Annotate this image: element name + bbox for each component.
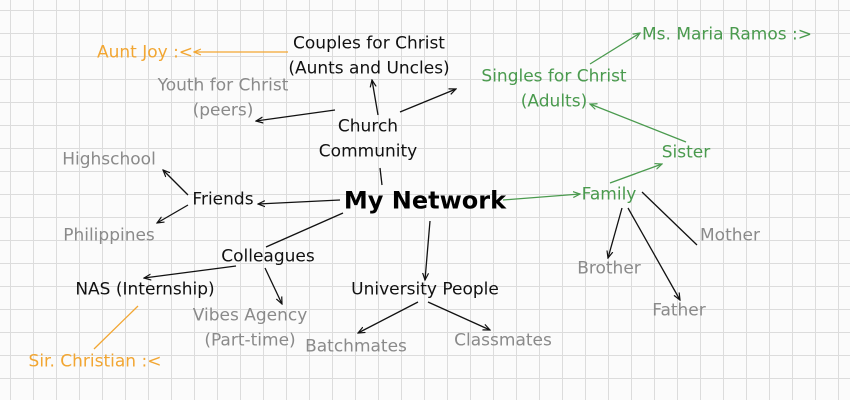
center-node-my-network: My Network (343, 186, 507, 215)
node-vibes-agency: Vibes Agency(Part-time) (192, 305, 308, 350)
node-batchmates: Batchmates (305, 336, 407, 357)
edge-network-to-friends (258, 199, 341, 204)
edge-church-to-couples (372, 80, 379, 116)
node-philippines: Philippines (63, 225, 155, 246)
edge-network-to-family (502, 194, 580, 201)
edge-friends-to-philippines (157, 204, 189, 223)
node-father: Father (652, 300, 706, 321)
edge-colleagues-to-vibes (264, 267, 282, 304)
edge-sister-to-singles (590, 104, 687, 143)
edge-university-to-classmates (427, 301, 490, 330)
edge-network-to-university (425, 220, 431, 280)
edge-network-to-church (379, 167, 383, 186)
edge-friends-to-highschool (163, 170, 189, 196)
node-aunt-joy: Aunt Joy :< (96, 42, 194, 63)
node-university-people: University People (351, 279, 499, 300)
node-colleagues: Colleagues (221, 246, 315, 267)
node-brother: Brother (577, 258, 641, 279)
node-sister: Sister (661, 142, 711, 163)
edge-church-to-youth (256, 109, 336, 121)
node-singles-for-christ: Singles for Christ(Adults) (481, 66, 627, 111)
edge-church-to-singles (399, 89, 456, 113)
edge-family-to-brother (608, 207, 623, 258)
node-couples-for-christ: Couples for Christ(Aunts and Uncles) (288, 33, 450, 78)
node-nas-internship: NAS (Internship) (75, 279, 215, 300)
node-classmates: Classmates (454, 330, 552, 351)
edge-colleagues-to-nas (144, 265, 237, 278)
node-ms-maria-ramos: Ms. Maria Ramos :> (642, 24, 812, 45)
edge-network-to-colleagues (265, 212, 344, 248)
edge-family-to-father (627, 207, 680, 300)
node-youth-for-christ: Youth for Christ(peers) (157, 75, 289, 120)
node-highschool: Highschool (62, 149, 156, 170)
node-friends: Friends (192, 189, 254, 210)
node-mother: Mother (700, 225, 760, 246)
edge-university-to-batchmates (358, 301, 419, 333)
edge-family-to-sister (609, 164, 662, 184)
edge-family-to-mother (641, 191, 698, 246)
node-family: Family (581, 184, 637, 205)
node-sir-christian: Sir. Christian :< (28, 351, 162, 372)
edge-singles-to-maria (589, 33, 640, 65)
edge-nas-to-sir-christian (93, 305, 139, 350)
